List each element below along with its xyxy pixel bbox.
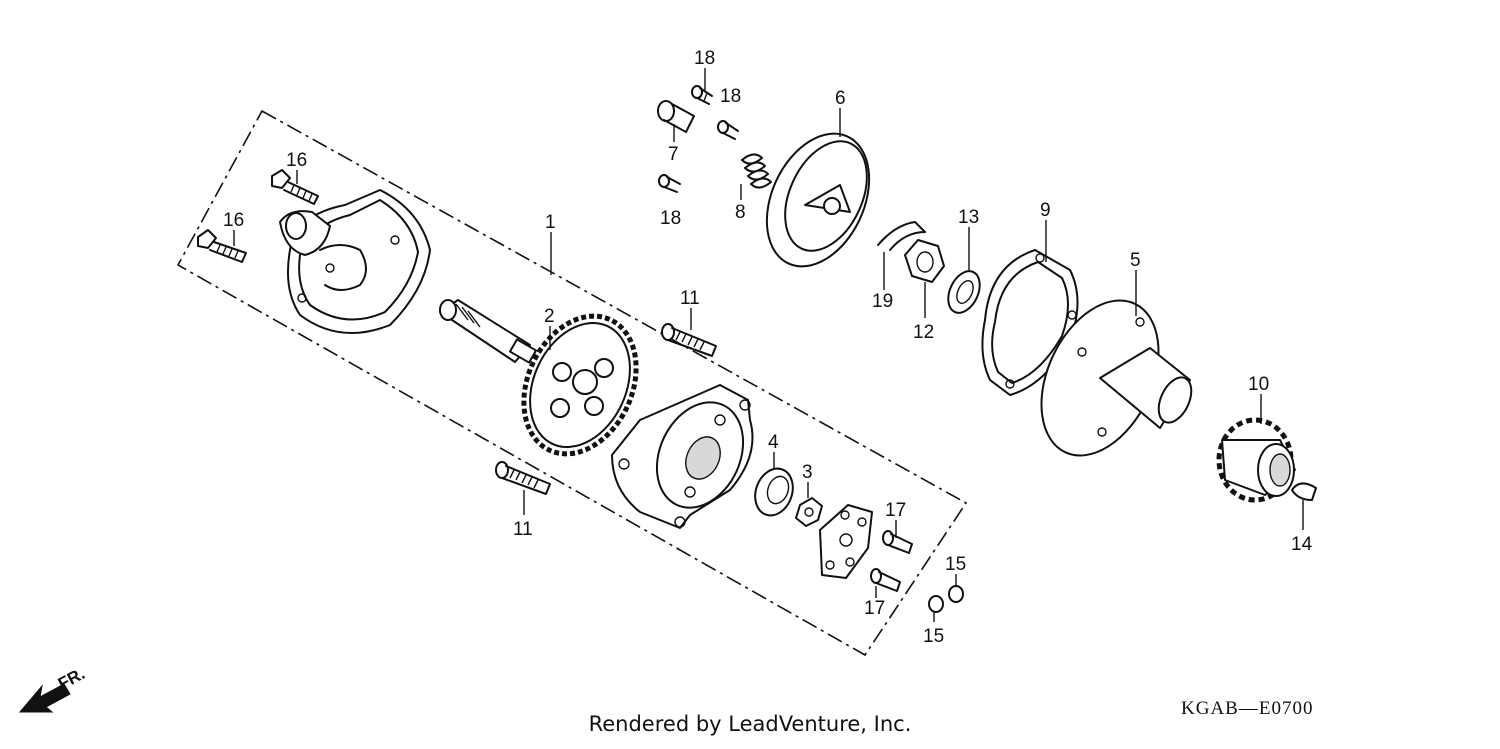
callout-18-low: 18 <box>660 208 681 229</box>
callout-18-top: 18 <box>694 48 715 69</box>
callout-7: 7 <box>668 144 679 165</box>
callout-17-lower: 17 <box>864 598 885 619</box>
part-16-bolt-lower[interactable] <box>197 229 247 263</box>
part-18-bolt-low[interactable] <box>658 174 681 193</box>
callout-10: 10 <box>1248 374 1269 395</box>
callout-11-upper: 11 <box>680 288 700 309</box>
callout-12: 12 <box>913 322 934 343</box>
pump-cover[interactable] <box>279 189 431 334</box>
part-11-screw-lower[interactable] <box>495 461 551 495</box>
part-6-housing[interactable] <box>747 117 890 283</box>
front-arrow-icon: FR. <box>18 664 88 713</box>
part-7-pin[interactable] <box>657 100 695 133</box>
part-3-inner-rotor[interactable] <box>795 497 823 527</box>
assembly-frame <box>176 109 968 657</box>
footer-credit: Rendered by LeadVenture, Inc. <box>588 712 912 736</box>
part-15-o-ring-lower[interactable] <box>928 595 944 613</box>
part-15-o-ring-upper[interactable] <box>948 585 964 603</box>
part-14-key[interactable] <box>1291 482 1317 501</box>
pump-plate[interactable] <box>819 504 873 579</box>
callout-15-upper: 15 <box>945 554 966 575</box>
part-18-bolt-top[interactable] <box>691 85 713 105</box>
callout-16-upper: 16 <box>286 150 307 171</box>
pump-body[interactable] <box>611 384 759 529</box>
part-16-bolt-upper[interactable] <box>271 169 319 205</box>
part-17-screw-upper[interactable] <box>882 530 913 554</box>
part-10-gear[interactable] <box>1216 417 1296 503</box>
callout-2: 2 <box>544 306 555 327</box>
part-5-hub[interactable] <box>1018 282 1198 475</box>
callout-16-lower: 16 <box>223 210 244 231</box>
callout-17-upper: 17 <box>885 500 906 521</box>
part-13-washer[interactable] <box>942 266 986 318</box>
callout-19: 19 <box>872 291 893 312</box>
part-17-screw-lower[interactable] <box>870 568 901 592</box>
part-2-gear[interactable] <box>502 298 657 472</box>
diagram-code: KGAB—E0700 <box>1181 698 1314 719</box>
part-11-screw-upper[interactable] <box>661 323 717 357</box>
callout-8: 8 <box>735 202 746 223</box>
part-19-clip[interactable] <box>877 221 926 251</box>
part-8-spring[interactable] <box>741 153 772 189</box>
callout-11-lower: 11 <box>513 519 533 540</box>
part-12-nut[interactable] <box>904 239 945 283</box>
leader-lines <box>233 68 1304 622</box>
callout-14: 14 <box>1291 534 1313 555</box>
callout-9: 9 <box>1040 200 1051 221</box>
callout-3: 3 <box>802 462 813 483</box>
callout-6: 6 <box>835 88 846 109</box>
callout-1: 1 <box>545 212 556 233</box>
callout-15-lower: 15 <box>923 626 944 647</box>
callout-13: 13 <box>958 207 979 228</box>
callout-18-mid: 18 <box>720 86 741 107</box>
part-4-outer-rotor[interactable] <box>749 463 799 520</box>
part-18-bolt-mid[interactable] <box>717 120 739 140</box>
callout-4: 4 <box>768 432 779 453</box>
part-2-shaft[interactable] <box>439 299 538 364</box>
callout-5: 5 <box>1130 250 1141 271</box>
